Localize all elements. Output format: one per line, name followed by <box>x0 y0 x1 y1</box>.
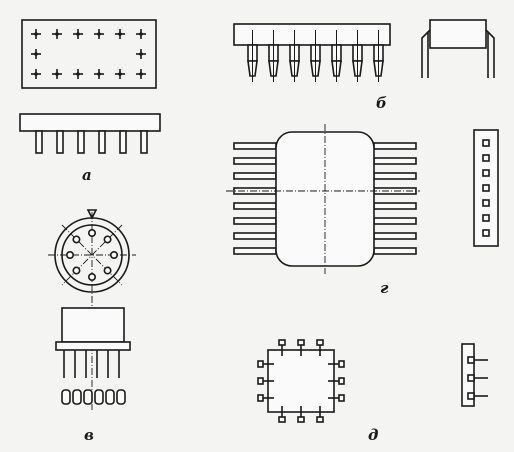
pin-marker <box>34 52 38 56</box>
pin-marker <box>97 72 101 76</box>
strip-pin <box>482 154 490 162</box>
side-pad <box>467 392 475 400</box>
lead-end <box>61 389 71 405</box>
pin-marker <box>76 72 80 76</box>
pad-end <box>257 394 264 402</box>
pin-marker <box>55 72 59 76</box>
pad-end <box>257 377 264 385</box>
lead <box>233 217 277 225</box>
pin-marker <box>76 32 80 36</box>
pin <box>88 229 97 238</box>
package-d-pads <box>257 339 345 423</box>
label-v: в <box>84 426 94 444</box>
lead <box>373 202 417 210</box>
strip-pin <box>482 184 490 192</box>
package-a-leads <box>35 130 148 154</box>
lead <box>98 130 106 154</box>
strip-pin <box>482 214 490 222</box>
package-d-side-view <box>461 343 488 407</box>
pad-end <box>338 360 345 368</box>
lead-end <box>105 389 115 405</box>
package-g-side-strip <box>473 129 499 247</box>
package-g-strip-pins <box>482 139 490 237</box>
package-v-top-view <box>48 209 136 300</box>
lead <box>233 172 277 180</box>
strip-pin <box>482 139 490 147</box>
pin-marker <box>139 52 143 56</box>
pin <box>110 251 119 260</box>
pad-end <box>278 416 286 423</box>
pin-marker <box>97 32 101 36</box>
label-d: д <box>368 426 378 444</box>
package-b-side-view <box>233 23 391 82</box>
label-b: б <box>376 94 387 112</box>
pad-end <box>316 339 324 346</box>
package-b-leads <box>247 30 384 82</box>
pad-end <box>297 339 305 346</box>
package-v-side-view <box>55 296 131 410</box>
pin-marker <box>139 72 143 76</box>
lead-end <box>94 389 104 405</box>
lead-end <box>83 389 93 405</box>
strip-pin <box>482 199 490 207</box>
lead-end <box>116 389 126 405</box>
pin-marker <box>139 32 143 36</box>
side-pad <box>467 374 475 382</box>
pin <box>103 266 112 275</box>
package-d-side-pins <box>467 356 488 400</box>
package-d-chip-carrier <box>257 339 345 423</box>
strip-pin <box>482 169 490 177</box>
lead-end <box>72 389 82 405</box>
pin <box>72 266 81 275</box>
strip-pin <box>482 229 490 237</box>
package-v-leads <box>61 350 126 405</box>
pin <box>103 235 112 244</box>
pin-marker <box>55 32 59 36</box>
pin <box>88 272 97 281</box>
lead <box>373 217 417 225</box>
lead <box>233 142 277 150</box>
lead <box>373 142 417 150</box>
lead <box>373 247 417 255</box>
side-pad <box>467 356 475 364</box>
package-v-pin-circle <box>66 229 119 281</box>
pin <box>72 235 81 244</box>
label-g: г <box>380 279 389 297</box>
pad-end <box>278 339 286 346</box>
package-a-top-view <box>21 19 157 89</box>
package-a-side-view <box>19 113 161 154</box>
lead <box>233 202 277 210</box>
lead <box>233 232 277 240</box>
pin-marker <box>34 32 38 36</box>
lead <box>373 232 417 240</box>
package-b-end-view <box>421 19 495 78</box>
lead <box>35 130 43 154</box>
pad-end <box>338 394 345 402</box>
package-a-pin-markers <box>31 29 146 79</box>
lead <box>77 130 85 154</box>
lead <box>56 130 64 154</box>
lead <box>373 172 417 180</box>
lead <box>233 247 277 255</box>
lead <box>373 157 417 165</box>
lead <box>140 130 148 154</box>
pad-end <box>297 416 305 423</box>
label-a: а <box>82 166 92 184</box>
pin-marker <box>118 32 122 36</box>
pad-end <box>338 377 345 385</box>
pad-end <box>316 416 324 423</box>
lead <box>233 157 277 165</box>
pad-end <box>257 360 264 368</box>
pin-marker <box>118 72 122 76</box>
package-g-flatpack <box>226 124 420 274</box>
pin <box>66 251 75 260</box>
lead <box>119 130 127 154</box>
pin-marker <box>34 72 38 76</box>
